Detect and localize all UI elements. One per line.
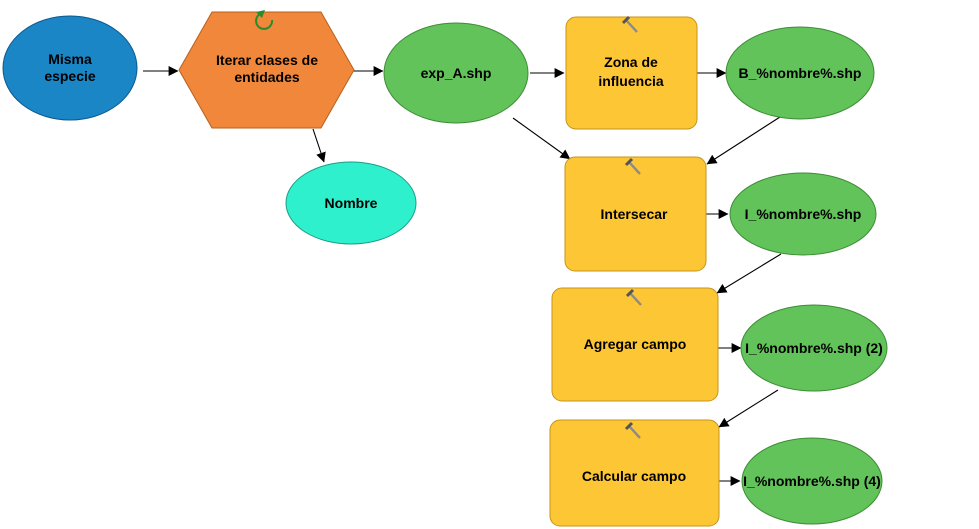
- node-calcular-campo[interactable]: Calcular campo: [549, 419, 720, 527]
- hammer-icon: [625, 288, 642, 306]
- node-iterar-label-line-2: entidades: [234, 69, 300, 85]
- connector-iterar-to-nombre[interactable]: [312, 128, 326, 163]
- node-i-nombre-shp-4[interactable]: I_%nombre%.shp (4): [741, 437, 883, 525]
- node-iterar-label-line-1: Iterar clases de: [216, 52, 318, 68]
- node-nombre[interactable]: Nombre: [285, 161, 417, 245]
- iterate-arrow-icon: [255, 10, 274, 30]
- node-intersecar-label: Intersecar: [601, 206, 668, 222]
- node-calcular-label: Calcular campo: [582, 468, 686, 484]
- node-i-nombre-2-label: I_%nombre%.shp (2): [745, 340, 883, 356]
- node-agregar-label: Agregar campo: [584, 336, 687, 352]
- connector-exp-to-intersecar[interactable]: [512, 117, 571, 160]
- hammer-icon: [624, 421, 641, 439]
- node-i-nombre-4-label: I_%nombre%.shp (4): [743, 473, 881, 489]
- connector-i-to-agregar[interactable]: [716, 253, 782, 294]
- hammer-icon: [624, 157, 641, 175]
- node-b-nombre-shp[interactable]: B_%nombre%.shp: [725, 26, 875, 120]
- connector-i2-to-calcular[interactable]: [718, 389, 779, 428]
- node-misma-especie-label-line-1: Misma: [48, 51, 92, 67]
- node-i-nombre-shp[interactable]: I_%nombre%.shp: [729, 172, 877, 256]
- connectors: [143, 66, 782, 486]
- node-misma-especie[interactable]: Misma especie: [2, 15, 138, 121]
- node-b-nombre-label: B_%nombre%.shp: [739, 65, 862, 81]
- node-i-nombre-label: I_%nombre%.shp: [745, 206, 862, 222]
- node-exp-a-label: exp_A.shp: [421, 65, 492, 81]
- node-zona-label-line-2: influencia: [598, 73, 664, 89]
- node-exp-a-shp[interactable]: exp_A.shp: [383, 22, 529, 124]
- node-i-nombre-shp-2[interactable]: I_%nombre%.shp (2): [740, 304, 888, 392]
- node-intersecar[interactable]: Intersecar: [564, 156, 707, 272]
- node-zona-de-influencia[interactable]: Zona de influencia: [565, 15, 698, 130]
- node-zona-label-line-1: Zona de: [604, 54, 658, 70]
- connector-b-to-intersecar[interactable]: [706, 116, 781, 165]
- node-iterar-clases[interactable]: Iterar clases de entidades: [178, 10, 355, 129]
- hammer-icon: [621, 15, 638, 33]
- node-agregar-campo[interactable]: Agregar campo: [551, 287, 719, 402]
- node-nombre-label: Nombre: [325, 195, 378, 211]
- node-misma-especie-label-line-2: especie: [44, 68, 96, 84]
